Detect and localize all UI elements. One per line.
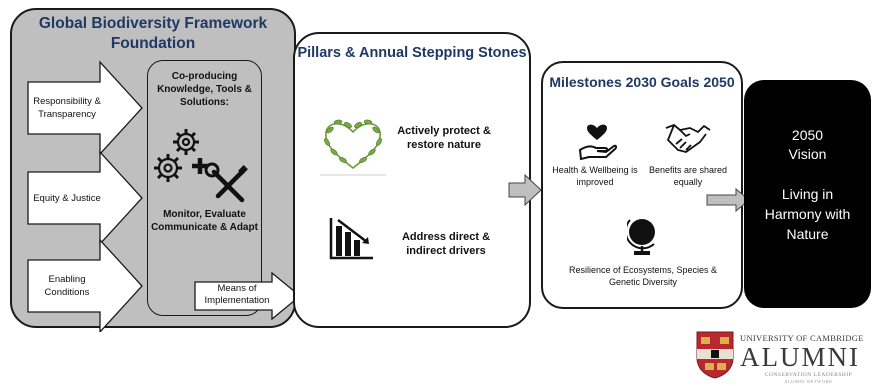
principle-equity: Equity & Justice <box>33 192 101 204</box>
co-producing-heading: Co-producing Knowledge, Tools & Solution… <box>157 71 252 108</box>
milestones-title: Milestones 2030 Goals 2050 <box>549 74 735 90</box>
vision-nature: Nature <box>786 226 829 242</box>
heart-hand-icon <box>578 124 617 160</box>
milestone-health-text: Health & Wellbeing is improved <box>552 165 638 187</box>
logo-conservation: CONSERVATION LEADERSHIP <box>764 372 853 378</box>
leaf-heart-icon <box>320 119 386 176</box>
vision-harmony-with: Harmony with <box>764 206 851 222</box>
milestone-resilience-text: Resilience of Ecosystems, Species & Gene… <box>568 265 718 287</box>
pillar-protect-text: Actively protect & restore nature <box>397 125 491 151</box>
principle-responsibility: Responsibility & Transparency <box>33 96 101 120</box>
cambridge-crest-icon <box>696 331 734 379</box>
vision-label: Vision <box>788 146 827 162</box>
means-label: Means of Implementation <box>204 283 270 306</box>
logo-network: ALUMNI NETWORK <box>784 379 833 384</box>
pillar-address-text: Address direct & indirect drivers <box>401 231 491 257</box>
logo-university: UNIVERSITY OF CAMBRIDGE <box>740 333 864 343</box>
vision-panel <box>744 80 871 308</box>
logo-alumni: ALUMNI <box>740 342 860 372</box>
milestones-to-vision-arrow <box>706 188 750 212</box>
foundation-title: Global Biodiversity Framework Foundation <box>38 15 268 52</box>
principle-arrow-1 <box>27 60 143 156</box>
principle-enabling: Enabling Conditions <box>44 274 90 298</box>
pillars-title: Pillars & Annual Stepping Stones <box>297 45 527 61</box>
principle-arrow-2 <box>27 150 143 246</box>
means-arrow <box>194 272 302 320</box>
vision-living-in: Living in <box>781 186 834 202</box>
gears-tools-icon <box>154 129 248 203</box>
principle-arrows <box>27 60 143 332</box>
vision-year: 2050 <box>791 127 824 143</box>
handshake-icon <box>665 124 711 153</box>
milestones-panel <box>541 61 743 309</box>
globe-icon <box>627 219 655 255</box>
principle-arrow-3 <box>27 238 143 332</box>
monitor-evaluate-text: Monitor, Evaluate Communicate & Adapt <box>151 209 258 233</box>
co-producing-panel <box>147 60 262 316</box>
declining-chart-icon <box>329 218 373 260</box>
pillars-panel <box>293 32 531 328</box>
pillars-to-milestones-arrow <box>508 174 542 206</box>
milestone-benefits-text: Benefits are shared equally <box>648 165 728 187</box>
